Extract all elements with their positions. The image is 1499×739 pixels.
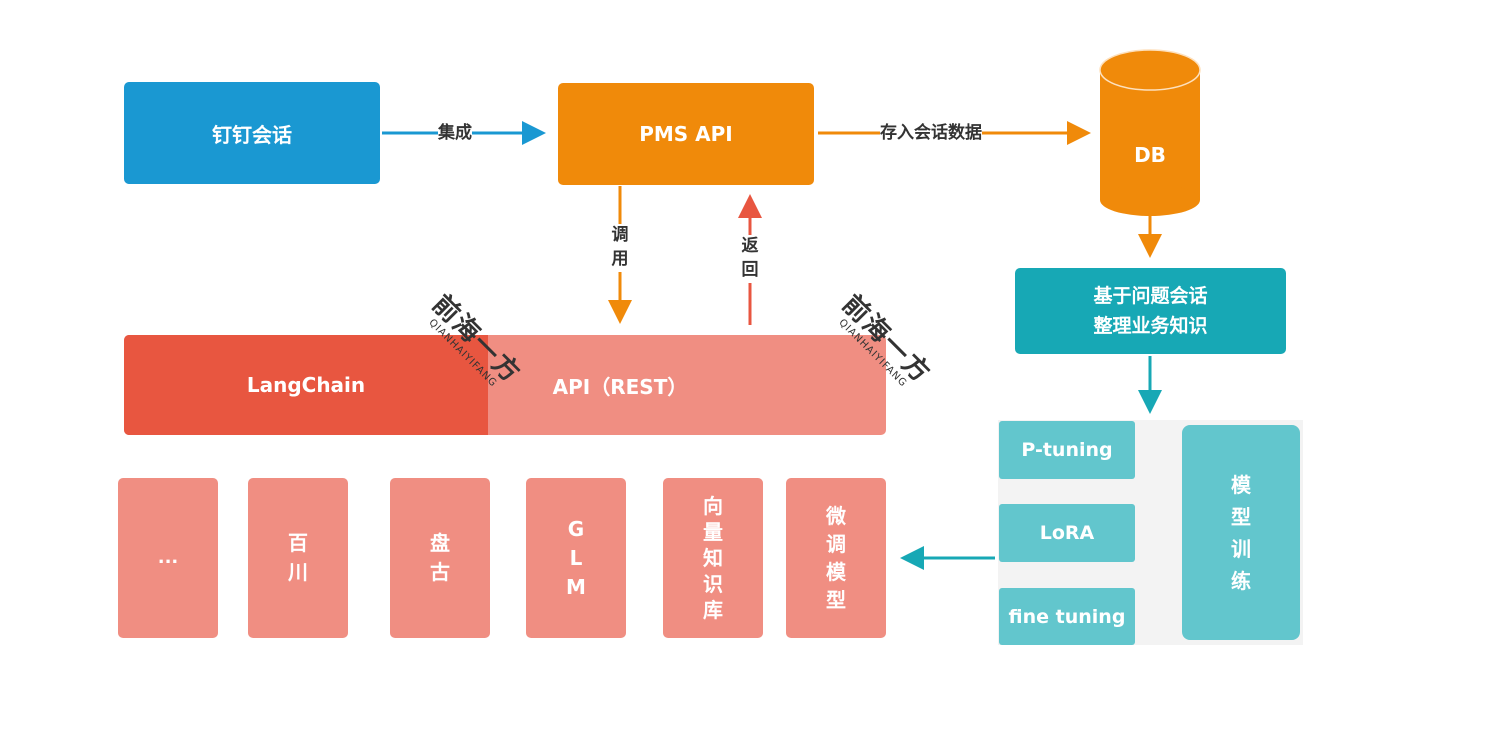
knowledge-node: 基于问题会话 整理业务知识 <box>1015 268 1286 354</box>
model-glm: G L M <box>526 478 626 638</box>
finetuning-node: fine tuning <box>999 588 1135 645</box>
model-char: G <box>567 516 585 541</box>
model-vector-kb: 向 量 知 识 库 <box>663 478 763 638</box>
dingtalk-session-node: 钉钉会话 <box>124 82 380 184</box>
model-char: 向 <box>703 494 723 518</box>
ptuning-node: P-tuning <box>999 421 1135 479</box>
model-char: 川 <box>288 560 308 584</box>
store-session-label: 存入会话数据 <box>880 123 982 143</box>
model-char: 百 <box>288 531 308 555</box>
db-label: DB <box>1134 143 1166 167</box>
training-char: 练 <box>1231 568 1251 593</box>
training-char: 模 <box>1231 472 1251 497</box>
model-pangu: 盘 古 <box>390 478 490 638</box>
pms-api-node: PMS API <box>558 83 814 185</box>
training-char: 训 <box>1231 536 1251 561</box>
call-label-char: 调 <box>611 225 629 245</box>
call-label: 调 用 <box>610 224 630 272</box>
model-char: 古 <box>430 560 450 584</box>
model-more: ... <box>118 478 218 638</box>
model-char: 库 <box>703 598 723 622</box>
call-label-char: 用 <box>611 248 629 269</box>
lora-node: LoRA <box>999 504 1135 562</box>
model-training-node: 模 型 训 练 <box>1182 425 1300 640</box>
model-char: L <box>569 545 583 570</box>
model-char: 识 <box>703 572 723 596</box>
model-char: 知 <box>703 546 723 570</box>
model-char: 微 <box>826 504 846 528</box>
model-char: M <box>566 574 586 599</box>
knowledge-line: 基于问题会话 <box>1093 284 1208 307</box>
langchain-node: LangChain <box>124 335 488 435</box>
model-char: 调 <box>826 532 846 556</box>
return-label-char: 回 <box>741 259 759 280</box>
model-char: ... <box>157 546 179 568</box>
integrate-label: 集成 <box>438 123 472 143</box>
model-char: 型 <box>826 588 846 612</box>
model-char: 盘 <box>430 531 450 555</box>
db-cylinder <box>1099 49 1201 216</box>
training-char: 型 <box>1231 504 1251 529</box>
return-label-char: 返 <box>741 236 759 256</box>
knowledge-line: 整理业务知识 <box>1093 315 1208 337</box>
model-char: 模 <box>826 560 846 584</box>
model-baichuan: 百 川 <box>248 478 348 638</box>
model-char: 量 <box>703 520 723 544</box>
model-finetuned: 微 调 模 型 <box>786 478 886 638</box>
return-label: 返 回 <box>740 235 760 283</box>
